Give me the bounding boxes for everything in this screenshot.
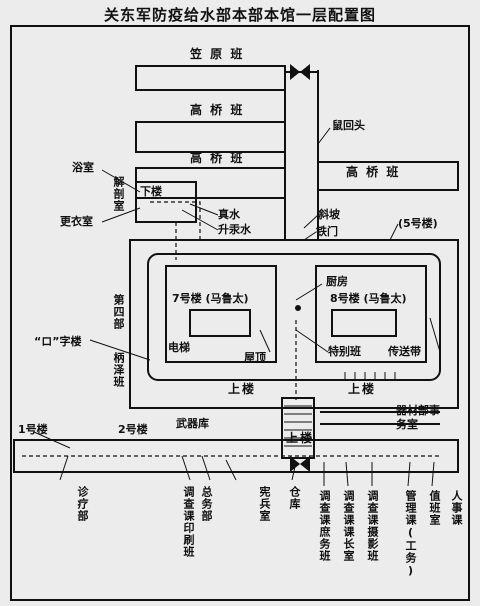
label-bath: 浴室 [72, 161, 94, 174]
label-guard: 宪兵室 [258, 486, 271, 522]
outer-frame [10, 25, 470, 601]
label-karasawa: 柄泽班 [112, 352, 125, 388]
label-weapons: 武器库 [176, 417, 209, 430]
label-changing: 更衣室 [60, 215, 93, 228]
label-takahashi-1: 高 桥 班 [190, 103, 245, 117]
label-upstairs-1: 上楼 [228, 382, 257, 396]
label-water1: 真水 [218, 208, 240, 221]
building-8 [315, 265, 427, 363]
label-survey-docs: 调查课庶务班 [318, 490, 331, 562]
bottom-building [13, 439, 459, 473]
label-mgmt: 管理课(工务) [404, 490, 417, 578]
label-kitchen: 厨房 [326, 275, 348, 288]
label-kasahara: 笠 原 班 [190, 47, 245, 61]
building-7 [165, 265, 277, 363]
label-iron-gate: 铁门 [316, 225, 338, 238]
label-upstairs-2: 上楼 [348, 382, 377, 396]
label-upstairs-3: 上楼 [286, 431, 315, 445]
label-bldg2: 2号楼 [118, 423, 148, 436]
label-bldg1: 1号楼 [18, 423, 48, 436]
page-title: 关东军防疫给水部本部本馆一层配置图 [103, 6, 376, 24]
label-survey-chief: 调查课课长室 [342, 490, 355, 562]
label-elevator: 电梯 [168, 341, 190, 354]
label-dissect: 解剖室 [112, 176, 125, 212]
label-bldg7: 7号楼 (马鲁太) [172, 292, 249, 305]
label-duty: 值班室 [428, 490, 441, 526]
label-rat-head: 鼠回头 [332, 119, 365, 132]
stair-block [281, 397, 315, 459]
label-bldg5: (5号楼) [398, 217, 438, 230]
wing-takahashi-1 [135, 121, 286, 153]
square-building [129, 239, 459, 409]
label-general: 总务部 [200, 486, 213, 522]
label-conveyor: 传送带 [388, 345, 421, 358]
label-roof: 屋顶 [244, 351, 266, 364]
label-clinic: 诊疗部 [76, 486, 89, 522]
label-takahashi-2: 高 桥 班 [190, 151, 245, 165]
label-bldg8: 8号楼 (马鲁太) [330, 292, 407, 305]
square-inner [147, 253, 441, 381]
label-survey-photo: 调查课摄影班 [366, 490, 379, 562]
label-takahashi-3: 高 桥 班 [346, 165, 401, 179]
label-special: 特别班 [328, 345, 361, 358]
label-equipment: 器材部事务室 [396, 404, 440, 431]
label-survey-print: 调查课印刷班 [182, 486, 195, 558]
label-personnel: 人事课 [450, 490, 463, 526]
label-ro-bldg: “ロ”字楼 [34, 335, 82, 348]
label-water2: 升汞水 [218, 223, 251, 236]
label-warehouse: 仓库 [288, 486, 301, 510]
label-slope: 斜坡 [318, 208, 340, 221]
label-dept4: 第四部 [112, 294, 125, 330]
label-downstairs: 下楼 [140, 185, 162, 198]
wing-kasahara [135, 65, 286, 91]
